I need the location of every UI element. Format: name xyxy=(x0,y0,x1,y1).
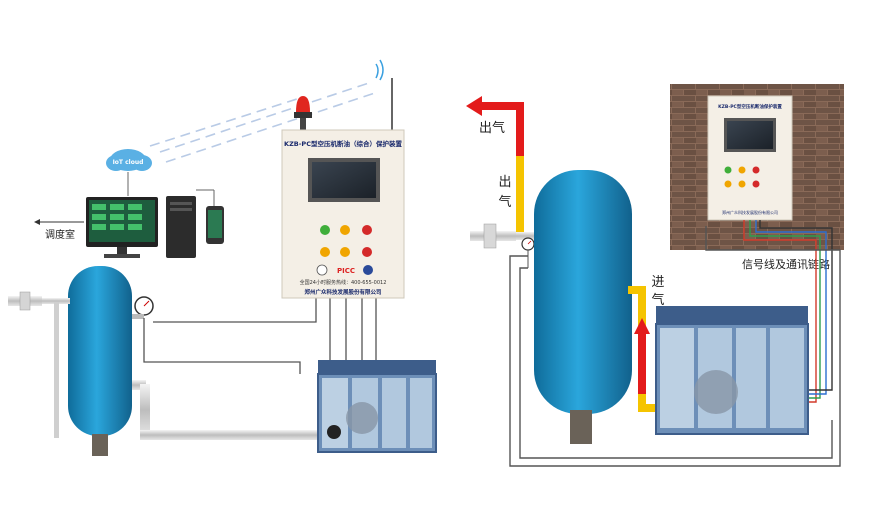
control-panel: KZB-PC型空压机断油（综合）保护装置 PICC 全国24小时服务热线：400… xyxy=(281,129,405,299)
signal-label: 信号线及通讯链路 xyxy=(742,257,830,271)
outlet-air-pipe xyxy=(466,96,524,238)
outlet-label-vertical-1: 出 xyxy=(498,175,511,190)
inlet-label-2: 气 xyxy=(651,292,664,308)
left-diagram: IoT cloud 调度室 xyxy=(8,59,437,456)
dispatch-arrow: 调度室 xyxy=(34,219,84,241)
pressure-gauge-left xyxy=(132,296,154,319)
panel-button-yellow xyxy=(340,225,350,235)
panel-screen xyxy=(312,162,376,198)
outlet-label-horizontal: 出气 xyxy=(479,120,505,136)
air-tank-right xyxy=(534,170,632,444)
panel-title: KZB-PC型空压机断油（综合）保护装置 xyxy=(284,139,402,148)
outlet-label-vertical-2: 气 xyxy=(498,194,511,210)
panel-lamp-yellow-2 xyxy=(340,247,350,257)
panel-button-green xyxy=(320,225,330,235)
panel-company: 郑州广众科技发展股份有限公司 xyxy=(304,288,381,296)
dispatch-label: 调度室 xyxy=(45,228,75,241)
signal-wires-left xyxy=(143,296,377,374)
alarm-light xyxy=(294,96,312,130)
ccc-badge-icon xyxy=(316,264,328,276)
cert-badge-icon xyxy=(363,265,373,275)
panel-lamp-red xyxy=(362,247,372,257)
right-diagram: 出气 出 气 进 气 进气 xyxy=(466,84,844,467)
panel-hotline: 全国24小时服务热线：400-655-0012 xyxy=(300,279,387,286)
air-tank-left xyxy=(68,266,132,456)
panel-button-red xyxy=(362,225,372,235)
cloud-label: IoT cloud xyxy=(113,159,144,166)
air-compressor-right xyxy=(655,306,809,435)
air-compressor-left xyxy=(317,360,437,453)
cloud-icon: IoT cloud xyxy=(106,149,152,171)
wireless-link xyxy=(149,81,379,163)
picc-badge: PICC xyxy=(337,267,355,275)
inlet-label-1: 进 xyxy=(651,275,664,290)
signal-wires-right xyxy=(509,220,841,467)
pressure-gauge-right xyxy=(521,237,535,268)
panel-lamp-yellow xyxy=(320,247,330,257)
outlet-valve-right xyxy=(470,223,538,249)
air-pipe-left xyxy=(132,380,330,440)
workstation xyxy=(86,189,224,258)
outlet-valve-left xyxy=(8,291,70,438)
right-panel-title: KZB-PC型空压机断油保护装置 xyxy=(718,103,782,110)
antenna-icon xyxy=(375,59,393,130)
control-panel-right: KZB-PC型空压机断油保护装置 郑州广众科技发展股份有限公司 xyxy=(707,95,793,221)
right-panel-company: 郑州广众科技发展股份有限公司 xyxy=(722,209,778,215)
